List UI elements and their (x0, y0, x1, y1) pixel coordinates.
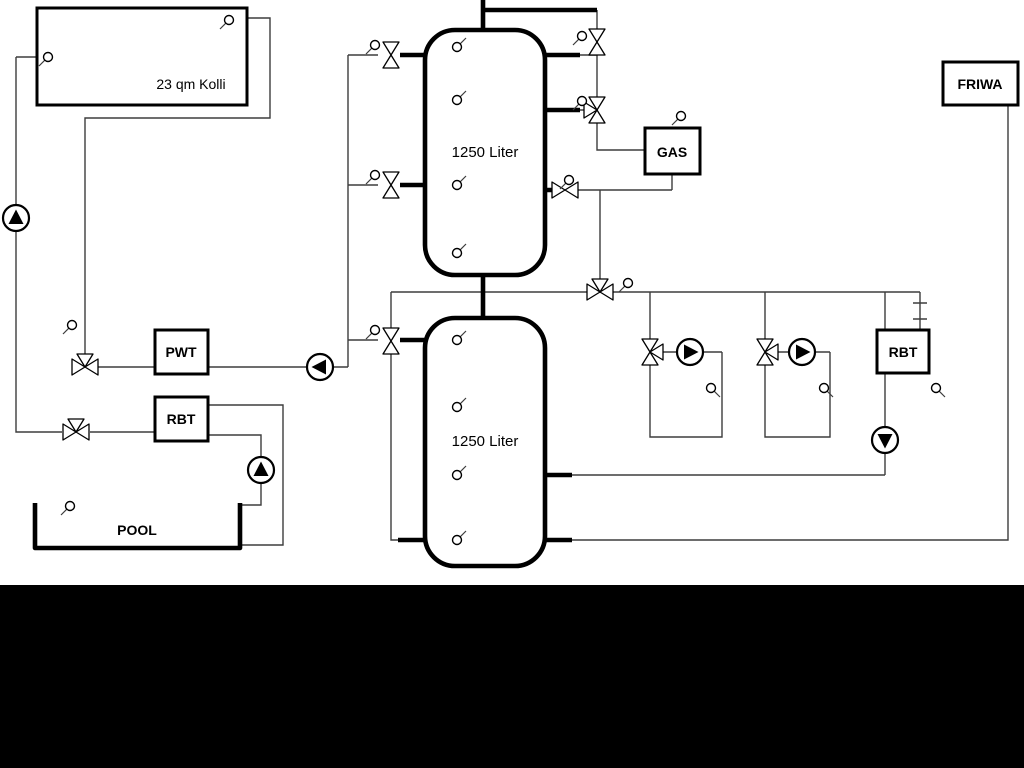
pipe-tank-gas-return (578, 174, 673, 292)
valve-icon (382, 171, 400, 199)
temperature-sensor-icon (559, 174, 575, 190)
pipe-rbt-right-circuit (884, 292, 921, 475)
pipes-thick (398, 0, 597, 543)
label-rbt-right: RBT (889, 344, 918, 360)
tank-port-sensor-icon (451, 243, 467, 259)
pipes-thin (15, 10, 1009, 546)
bottom-black-band (0, 585, 1024, 768)
label-pool: POOL (117, 522, 157, 538)
pump-up-icon (246, 455, 276, 485)
temperature-sensor-icon (572, 95, 588, 111)
valves (62, 28, 779, 441)
pipe-solar-return (15, 57, 62, 433)
pump-up-icon (1, 203, 31, 233)
friwa-box (941, 60, 1020, 107)
three-way-valve-icon (586, 278, 614, 301)
rbt-right-box (875, 328, 931, 375)
valve-icon (382, 327, 400, 355)
pump-right-icon (787, 337, 817, 367)
pipe-rbt-pool-return (208, 404, 284, 546)
pump-down-icon (870, 425, 900, 455)
buffer-tank-top (422, 27, 548, 278)
valve-icon (551, 181, 579, 199)
tank-port-sensor-icon (451, 530, 467, 546)
pipe-pwt-charging-line (208, 54, 378, 368)
label-pwt: PWT (165, 344, 197, 360)
buffer-tank-bottom (422, 315, 548, 569)
temperature-sensor-icon (671, 110, 687, 126)
rbt-left-box (153, 395, 210, 443)
sensor-well-ticks (913, 302, 927, 320)
label-tank-bottom: 1250 Liter (452, 433, 519, 450)
pwt-box (153, 328, 210, 376)
gas-boiler-box (643, 126, 702, 176)
label-friwa: FRIWA (957, 76, 1002, 92)
temperature-sensor-icon (365, 324, 381, 340)
tank-port-sensor-icon (451, 90, 467, 106)
label-rbt-left: RBT (167, 411, 196, 427)
pipe-tank-stubs-left (398, 52, 427, 543)
tank-port-sensor-icon (451, 175, 467, 191)
pipe-bottom-friwa (572, 105, 1009, 541)
temperature-sensor-icon (818, 382, 834, 398)
temperature-sensor-icon (38, 51, 54, 67)
solar-collector-box (35, 6, 249, 107)
pool-tank (32, 503, 243, 551)
three-way-valve-icon (71, 353, 99, 376)
label-gas: GAS (657, 144, 687, 160)
sensors (38, 14, 946, 546)
label-tank-top: 1250 Liter (452, 144, 519, 161)
pipe-tank-stubs-right (543, 52, 580, 543)
pipe-charge-header (390, 291, 920, 541)
tank-port-sensor-icon (451, 37, 467, 53)
temperature-sensor-icon (705, 382, 721, 398)
pump-left-icon (305, 352, 335, 382)
temperature-sensor-icon (618, 277, 634, 293)
temperature-sensor-icon (572, 30, 588, 46)
three-way-valve-icon (583, 96, 606, 124)
pipe-top-main (480, 0, 597, 30)
tank-port-sensor-icon (451, 397, 467, 413)
label-solar-collector: 23 qm Kolli (156, 76, 225, 92)
temperature-sensor-icon (62, 319, 78, 335)
pipe-solar-flow (84, 17, 271, 358)
pump-right-icon (675, 337, 705, 367)
temperature-sensor-icon (219, 14, 235, 30)
three-way-mixing-valve-icon (641, 338, 664, 366)
temperature-sensor-icon (930, 382, 946, 398)
pumps (1, 203, 900, 485)
temperature-sensor-icon (365, 39, 381, 55)
tank-port-sensor-icon (451, 330, 467, 346)
valve-icon (382, 41, 400, 69)
three-way-valve-icon (62, 418, 90, 441)
valve-icon (588, 28, 606, 56)
temperature-sensor-icon (60, 500, 76, 516)
temperature-sensor-icon (365, 169, 381, 185)
three-way-mixing-valve-icon (756, 338, 779, 366)
tank-port-sensor-icon (451, 465, 467, 481)
